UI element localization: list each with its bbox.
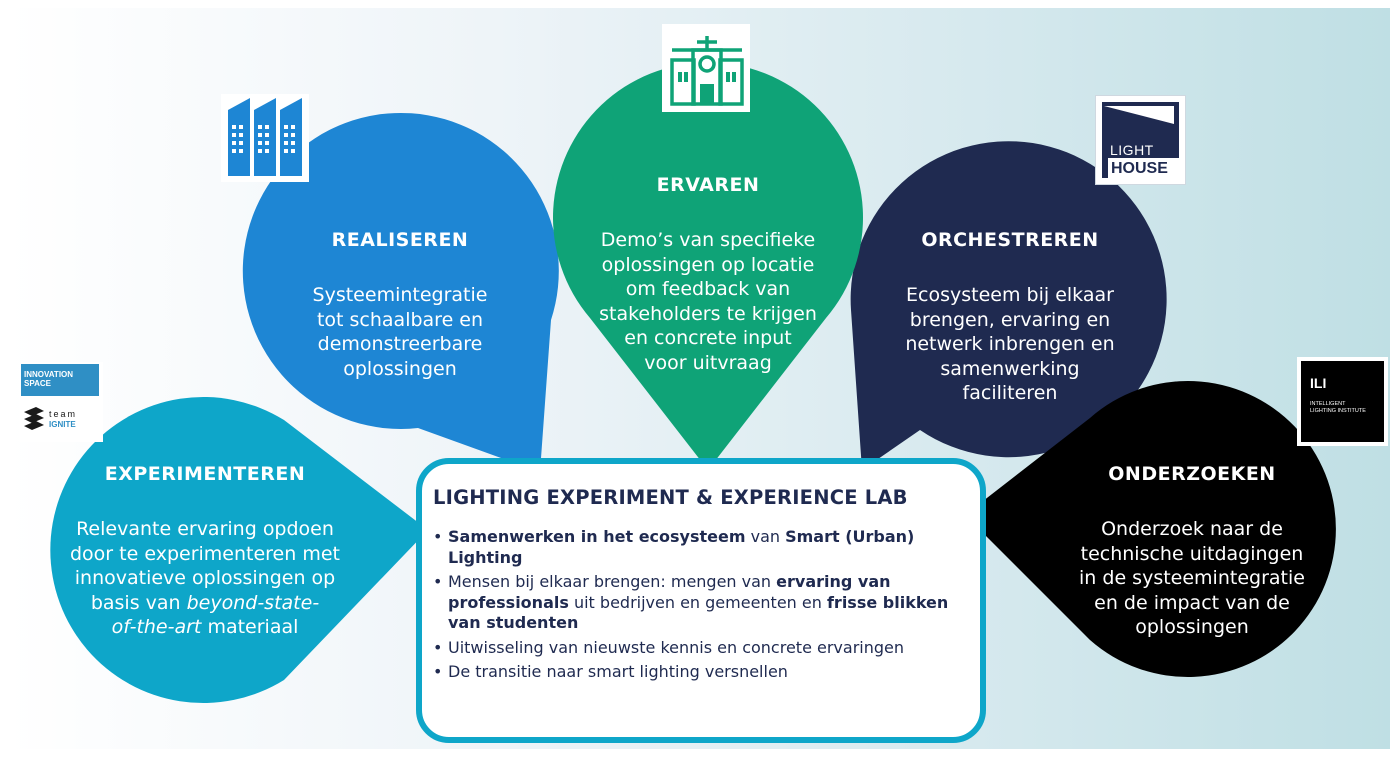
ili-subtitle: INTELLIGENT LIGHTING INSTITUTE — [1310, 401, 1366, 414]
lighthouse-logo: LIGHT HOUSE — [1095, 95, 1186, 185]
experimenteren-bubble — [50, 397, 428, 703]
body-line: en concrete input — [624, 327, 792, 349]
lab-bullet-list: Samenwerken in het ecosysteem van Smart … — [433, 527, 981, 687]
body-line: basis van beyond-state- — [90, 591, 320, 614]
team-ignite-icon — [24, 407, 44, 430]
team-text: team — [49, 409, 78, 419]
body-line: faciliteren — [962, 382, 1058, 404]
lighthouse-light-text: LIGHT — [1110, 142, 1154, 158]
experimenteren-body: Relevante ervaring opdoen door te experi… — [50, 517, 360, 640]
lighthouse-beam-icon — [1104, 106, 1174, 124]
realiseren-title: REALISEREN — [331, 229, 469, 251]
lab-title: LIGHTING EXPERIMENT & EXPERIENCE LAB — [433, 486, 908, 509]
body-line: innovatieve oplossingen op — [74, 567, 336, 589]
ili-title: ILI — [1310, 375, 1327, 391]
body-line: technische uitdagingen — [1080, 542, 1304, 565]
orchestreren-title: ORCHESTREREN — [921, 229, 1099, 251]
onderzoeken-body: Onderzoek naar de technische uitdagingen… — [1052, 517, 1332, 640]
orchestreren-bubble — [850, 141, 1167, 470]
orchestreren-body: Ecosysteem bij elkaar brengen, ervaring … — [875, 283, 1145, 406]
list-item: Mensen bij elkaar brengen: mengen van er… — [433, 572, 981, 634]
innovation-space-logo: INNOVATION SPACE team IGNITE — [19, 362, 103, 442]
body-line: netwerk inbrengen en — [905, 333, 1115, 355]
list-item: Uitwisseling van nieuwste kennis en conc… — [433, 638, 981, 659]
ervaren-bubble — [553, 62, 863, 470]
body-line: of-the-art materiaal — [111, 616, 299, 638]
body-line: Ecosysteem bij elkaar — [906, 284, 1114, 306]
list-item: De transitie naar smart lighting versnel… — [433, 662, 981, 683]
body-line: om feedback van — [625, 278, 791, 300]
ignite-text: IGNITE — [49, 420, 76, 429]
city-hall-icon — [662, 24, 750, 112]
body-line: in de systeemintegratie — [1079, 567, 1305, 589]
body-line: Demo’s van specifieke — [600, 229, 816, 251]
ervaren-title: ERVAREN — [656, 174, 760, 196]
office-buildings-icon — [221, 94, 309, 182]
body-line: tot schaalbare en — [316, 308, 484, 331]
onderzoeken-title: ONDERZOEKEN — [1108, 463, 1276, 485]
body-line: samenwerking — [940, 357, 1080, 380]
lab-panel: LIGHTING EXPERIMENT & EXPERIENCE LAB Sam… — [421, 462, 983, 740]
body-line: door te experimenteren met — [70, 542, 340, 565]
innovation-space-text: INNOVATION SPACE — [24, 370, 74, 388]
realiseren-icon — [221, 94, 309, 182]
list-item: Samenwerken in het ecosysteem van Smart … — [433, 527, 981, 568]
body-line: Onderzoek naar de — [1101, 518, 1283, 540]
body-line: voor uitvraag — [644, 351, 772, 374]
body-line: oplossingen — [1135, 616, 1249, 638]
lighthouse-house-text: HOUSE — [1111, 160, 1168, 177]
body-line: stakeholders te krijgen — [599, 302, 817, 325]
body-line: oplossingen op locatie — [601, 253, 815, 276]
ervaren-body: Demo’s van specifieke oplossingen op loc… — [568, 228, 848, 375]
body-line: oplossingen — [343, 357, 457, 380]
ervaren-icon — [662, 24, 750, 112]
onderzoeken-bubble — [965, 381, 1336, 677]
body-line: demonstreerbare — [317, 333, 483, 355]
experimenteren-title: EXPERIMENTEREN — [104, 463, 306, 485]
ili-logo: ILI INTELLIGENT LIGHTING INSTITUTE — [1297, 357, 1388, 446]
realiseren-body: Systeemintegratie tot schaalbare en demo… — [270, 283, 530, 381]
realiseren-bubble — [242, 112, 559, 472]
body-line: Systeemintegratie — [312, 284, 488, 306]
body-line: brengen, ervaring en — [909, 308, 1111, 331]
body-line: en de impact van de — [1094, 591, 1290, 614]
body-line: Relevante ervaring opdoen — [76, 518, 334, 540]
